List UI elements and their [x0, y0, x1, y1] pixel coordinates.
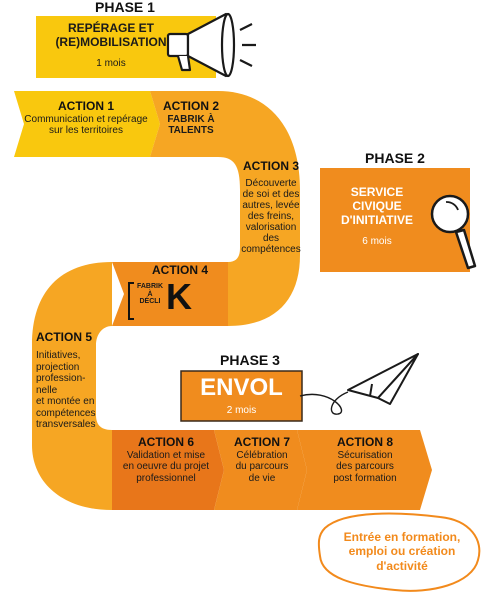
megaphone-icon — [166, 12, 256, 78]
action8-line: post formation — [333, 472, 397, 484]
action6-line: professionnel — [136, 472, 196, 484]
action5-line: projection — [36, 361, 80, 373]
phase3-label: PHASE 3 — [220, 352, 280, 368]
action3-line: de soi et des — [242, 188, 300, 200]
action4-arrow — [112, 262, 228, 326]
action5-line: profession- — [36, 373, 86, 384]
logo-k: K — [166, 276, 192, 317]
action6-title: ACTION 6 — [137, 435, 194, 449]
action8-line: des parcours — [336, 461, 394, 473]
action5-band — [32, 262, 120, 510]
logo-top: FABRIK — [136, 283, 164, 290]
phase2-title-line2: CIVIQUE — [352, 198, 402, 213]
action3-text: ACTION 3 Découverte de soi et des autres… — [236, 159, 306, 255]
action3-line: autres, levée — [242, 199, 300, 211]
action6-line: Validation et mise — [126, 449, 206, 461]
action5-line: nelle — [36, 384, 58, 396]
outcome-bubble — [317, 512, 481, 592]
action1-arrow — [14, 91, 160, 157]
action2-line1: FABRIK À — [167, 113, 215, 125]
action4-title: ACTION 4 — [151, 263, 208, 277]
action5-line: Initiatives, — [36, 350, 81, 361]
action7-line: Célébration — [236, 449, 288, 461]
action7-line: du parcours — [235, 461, 289, 473]
phase2-label: PHASE 2 — [365, 150, 425, 166]
logo-text: FABRIK À DÉCLI — [134, 283, 166, 306]
action8-arrow — [297, 430, 432, 510]
action8-line: Sécurisation — [337, 449, 393, 461]
action6-text: ACTION 6 Validation et mise en oeuvre du… — [114, 435, 218, 484]
phase3-title: ENVOL — [200, 374, 283, 401]
phase2-title: SERVICE CIVIQUE D'INITIATIVE — [322, 185, 432, 227]
action1-line2: sur les territoires — [49, 125, 123, 137]
action2-line2: TALENTS — [168, 125, 214, 137]
phase3-box — [180, 370, 303, 422]
paper-plane-icon — [299, 353, 419, 415]
outcome-line3: d'activité — [376, 558, 428, 573]
action3-title: ACTION 3 — [242, 159, 299, 173]
action8-title: ACTION 8 — [336, 435, 393, 449]
action6-line: en oeuvre du projet — [122, 461, 210, 473]
action6-arrow — [112, 430, 224, 510]
phase2-title-line3: D'INITIATIVE — [341, 212, 413, 227]
phase1-duration: 1 mois — [96, 58, 126, 69]
logo-bottom: DÉCLI — [139, 298, 161, 306]
action1-line1: Communication et repérage — [24, 113, 148, 125]
action2-arrow — [150, 91, 230, 157]
action8-text: ACTION 8 Sécurisation des parcours post … — [305, 435, 425, 484]
fabrik-decli-logo: FABRIK À DÉCLI K — [128, 279, 192, 320]
action7-title: ACTION 7 — [233, 435, 290, 449]
action5-line: et montée en — [36, 396, 95, 407]
phase1-title-line1: REPÉRAGE ET — [67, 21, 154, 35]
action3-line: compétences — [241, 243, 301, 255]
outcome-line1: Entrée en formation, — [343, 530, 461, 544]
logo-mid: À — [147, 290, 153, 298]
action1-text: ACTION 1 Communication et repérage sur l… — [16, 99, 156, 137]
action3-line: des freins, — [247, 210, 295, 222]
phase3-duration: 2 mois — [226, 405, 257, 416]
action7-arrow — [214, 430, 307, 510]
phase1-title-line2: (RE)MOBILISATION — [55, 34, 167, 49]
action7-text: ACTION 7 Célébration du parcours de vie — [222, 435, 302, 484]
action5-line: transversales — [36, 419, 96, 430]
phase2-title-line1: SERVICE — [350, 185, 404, 199]
action1-title: ACTION 1 — [57, 99, 114, 113]
action3-line: des — [262, 232, 280, 244]
phase2-duration: 6 mois — [362, 236, 392, 247]
action5-title: ACTION 5 — [36, 330, 93, 344]
action7-line: de vie — [248, 472, 276, 484]
outcome-line2: emploi ou création — [348, 544, 456, 559]
outcome-text: Entrée en formation, emploi ou création … — [322, 530, 482, 573]
action3-line: Découverte — [245, 177, 297, 189]
action3-line: valorisation — [245, 221, 297, 233]
phase1-label: PHASE 1 — [95, 0, 155, 15]
action5-description: Initiatives, projection profession- nell… — [36, 350, 116, 431]
action3-description: Découverte de soi et des autres, levée d… — [236, 178, 306, 255]
action2-text: ACTION 2 FABRIK À TALENTS — [152, 99, 230, 137]
magnifier-icon — [430, 194, 477, 270]
action2-title: ACTION 2 — [162, 99, 219, 113]
action5-line: compétences — [36, 407, 96, 419]
action5-text: ACTION 5 Initiatives, projection profess… — [36, 330, 116, 431]
phase1-title: REPÉRAGE ET (RE)MOBILISATION — [36, 21, 186, 50]
